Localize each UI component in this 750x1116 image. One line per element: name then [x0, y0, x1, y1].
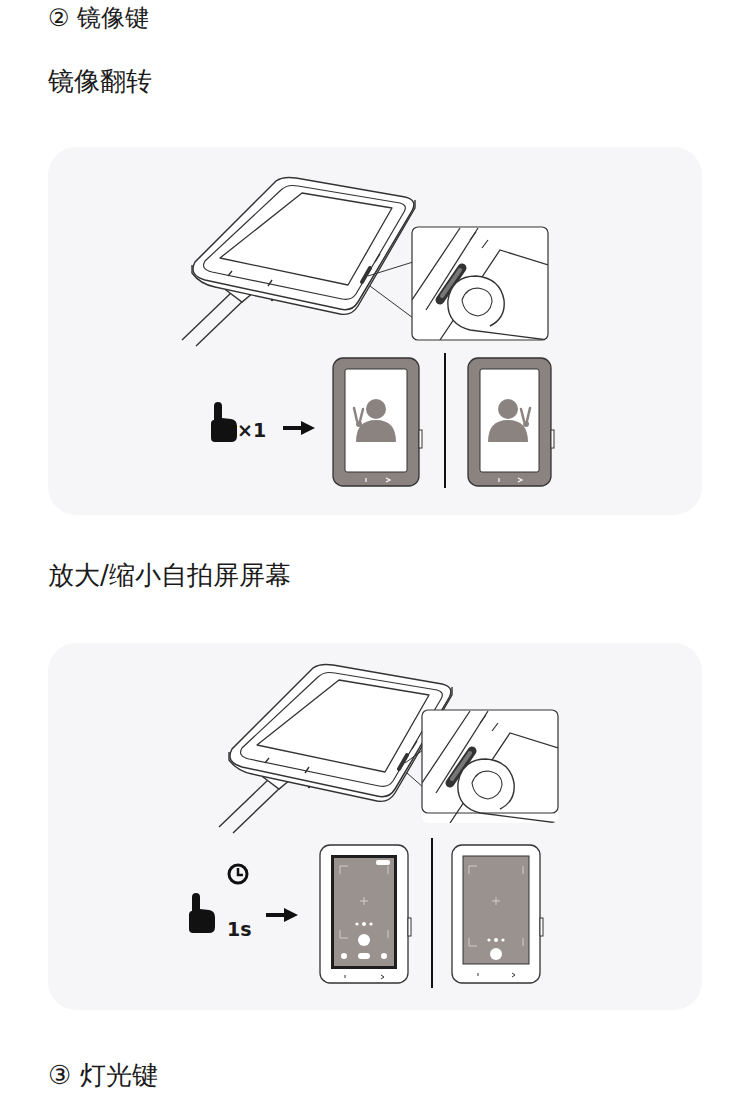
clock-icon — [229, 865, 247, 883]
press-hand-icon — [189, 893, 215, 933]
section-heading: 放大/缩小自拍屏屏幕 — [48, 560, 291, 591]
arrow — [283, 421, 315, 435]
tap-hand-icon — [211, 402, 237, 442]
zoom-inset — [422, 710, 558, 823]
phone-fullscreen — [320, 845, 411, 983]
zoom-inset — [412, 227, 548, 340]
device-drawing — [219, 664, 452, 833]
device-drawing — [182, 177, 415, 346]
phone-zoomed — [452, 845, 543, 983]
section-heading: ③ 灯光键 — [48, 1060, 158, 1091]
press-count: ×1 — [237, 419, 266, 442]
arrow — [266, 908, 298, 922]
press-count: 1s — [227, 918, 252, 941]
phone-before — [333, 358, 422, 486]
section-title: ② 镜像键 — [48, 4, 149, 33]
section-heading: 镜像翻转 — [48, 66, 152, 97]
phone-after — [468, 358, 554, 486]
